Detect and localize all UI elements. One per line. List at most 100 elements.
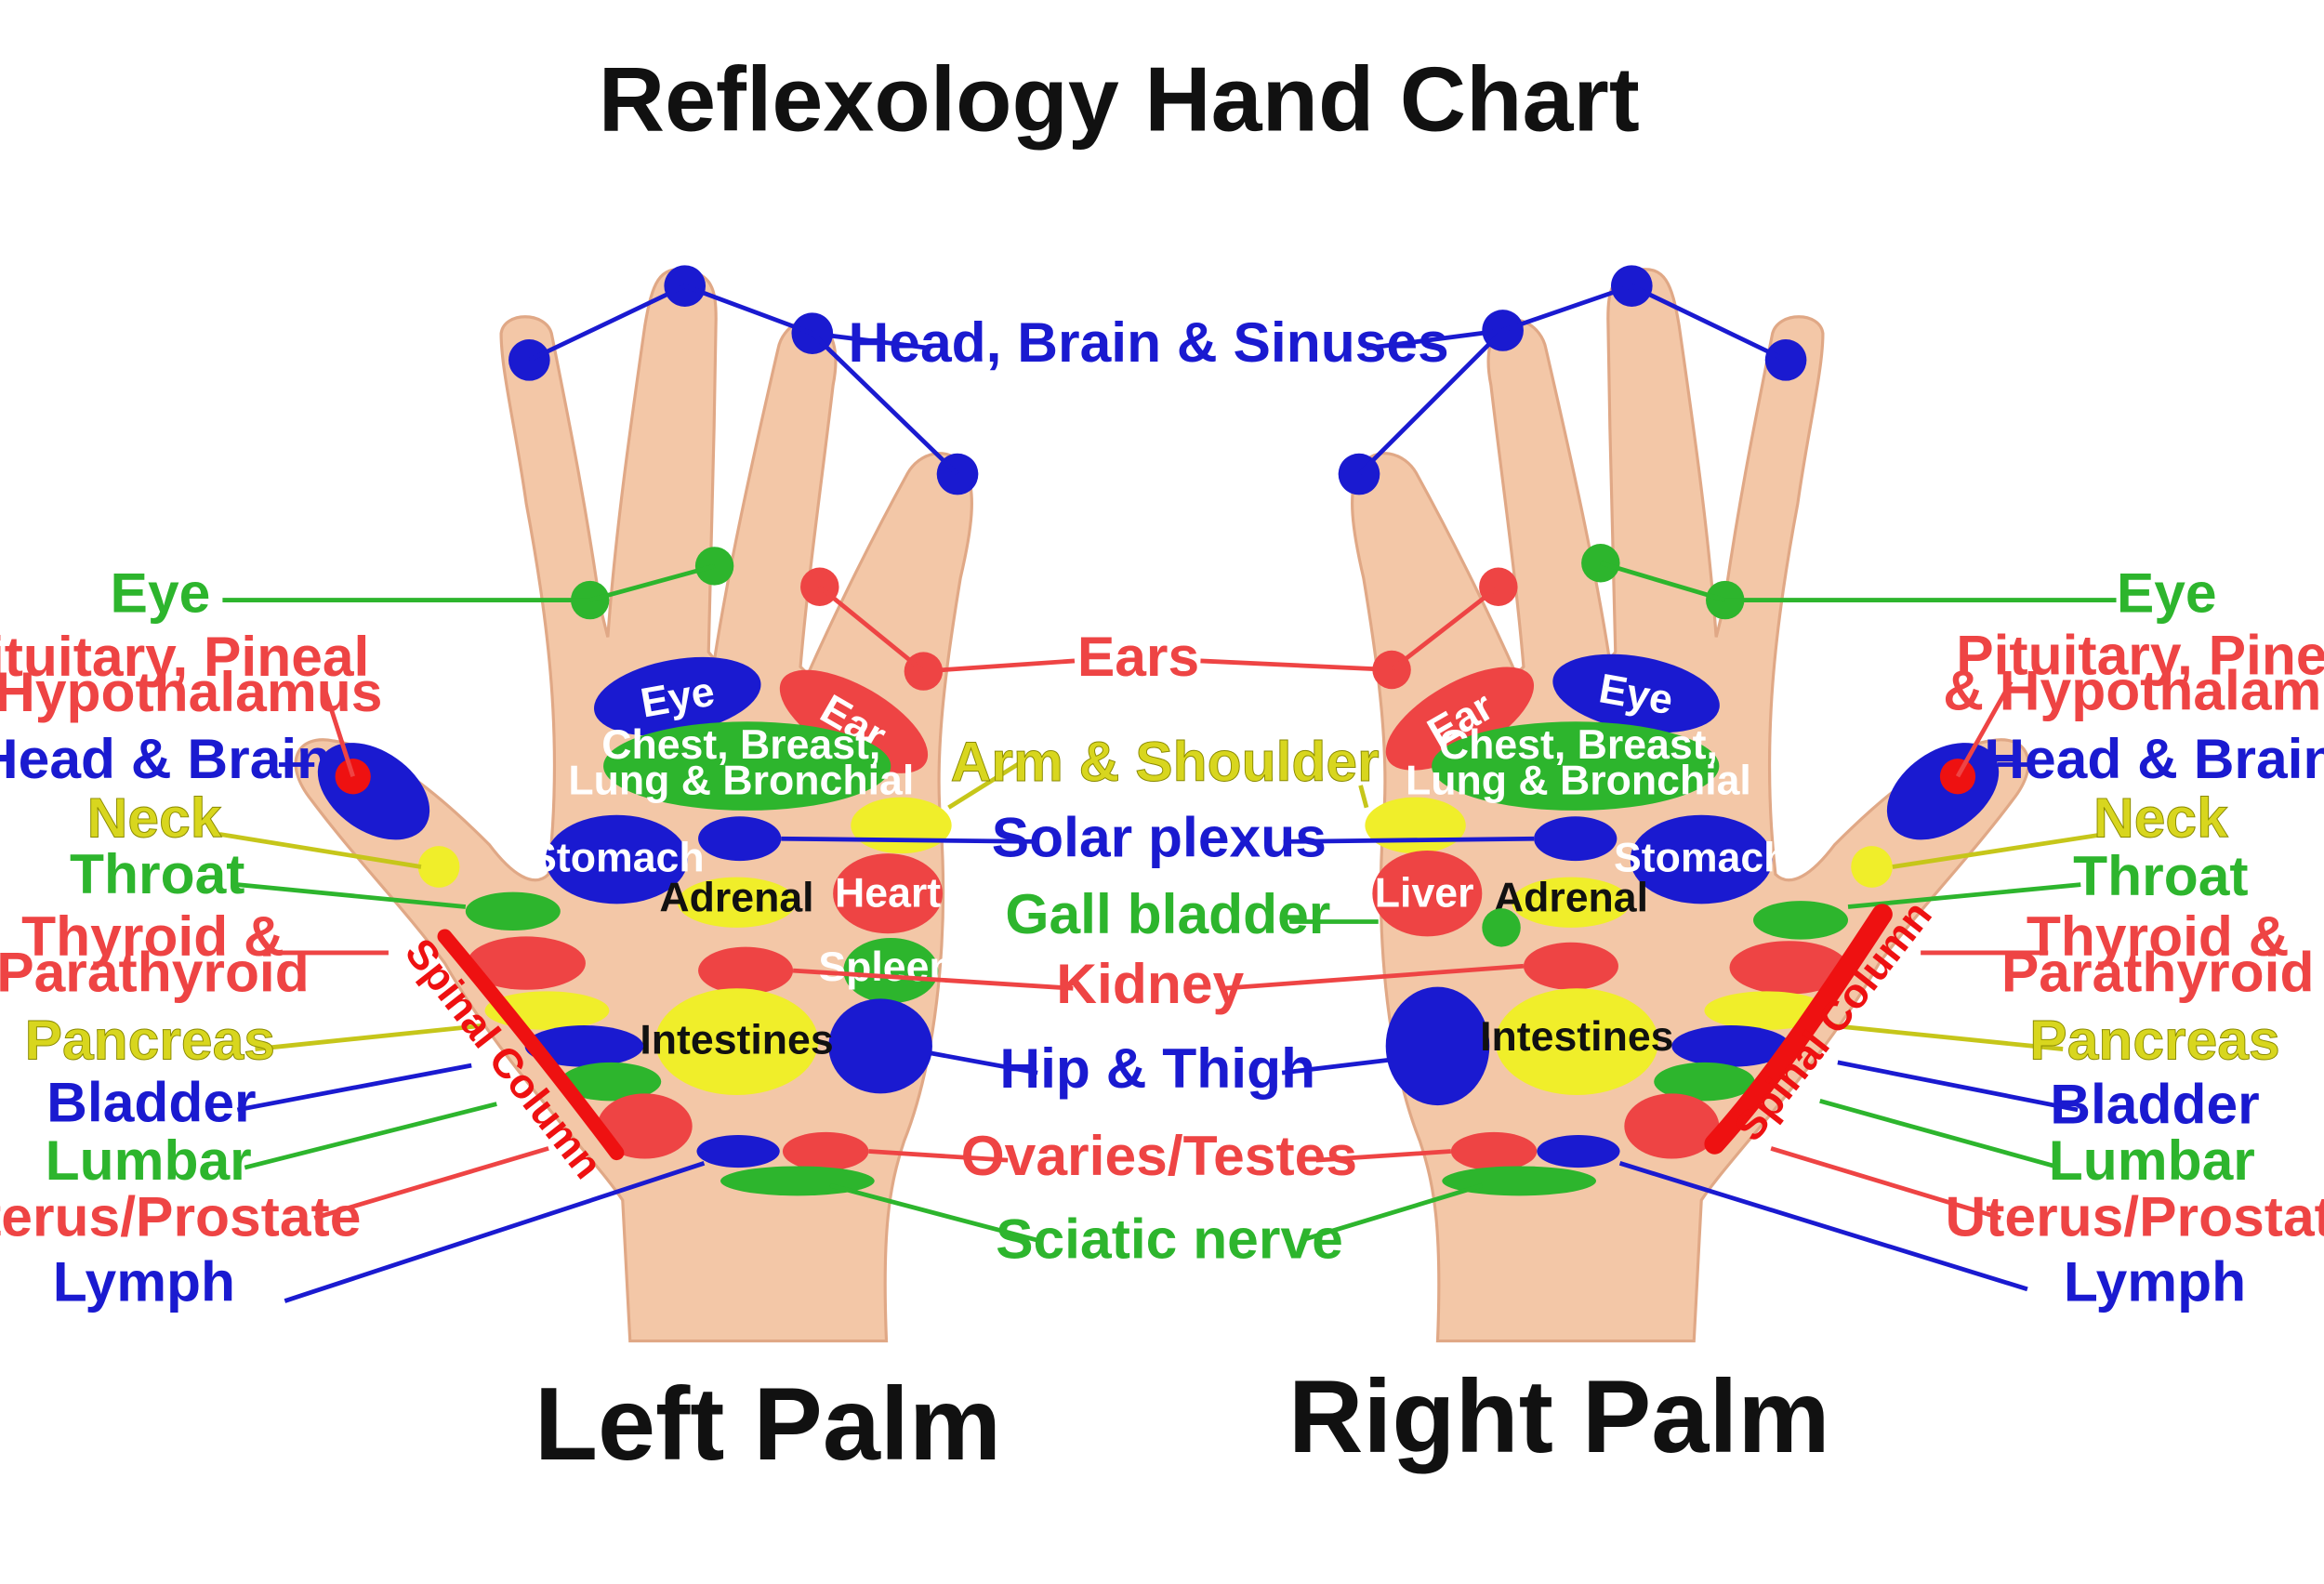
left-ear-zone <box>779 669 929 773</box>
left-pituitary-leader <box>321 683 355 777</box>
left-solar-leader <box>781 836 1038 844</box>
left-hand: Eye Ear Chest, Breast, Lung & Bronchial … <box>218 265 1076 1343</box>
left-neck-leader <box>218 832 422 869</box>
right-ear-leader <box>1200 658 1393 672</box>
right-hip-thigh-zone <box>1385 986 1490 1106</box>
left-neck-dot <box>417 846 460 888</box>
left-head-connector <box>528 284 959 476</box>
right-label-pancreas: Pancreas <box>2029 1009 2279 1072</box>
right-label-lumbar: Lumbar <box>2049 1129 2255 1192</box>
left-label-pituitary-1: Pituitary, Pineal <box>0 625 369 688</box>
left-eye-zone <box>594 656 761 736</box>
left-intestines-label: Intestines <box>640 1017 833 1063</box>
left-lumbar-zone <box>560 1062 662 1102</box>
right-ear-connector <box>1390 585 1500 672</box>
left-heart-label: Heart <box>835 871 941 917</box>
right-sciatic-leader <box>1301 1182 1484 1243</box>
right-pancreas-zone <box>1704 991 1829 1030</box>
left-label-thyroid-1: Thyroid & <box>21 904 284 968</box>
left-chest-label-2: Lung & Bronchial <box>568 758 914 803</box>
left-label-pituitary-2: & Hypothalamus <box>0 660 382 723</box>
right-pancreas-leader <box>1829 1023 2064 1051</box>
left-stomach-label: Stomach <box>529 835 704 880</box>
label-hip-thigh: Hip & Thigh <box>999 1036 1315 1100</box>
left-bladder-zone <box>524 1025 644 1067</box>
left-head-leader <box>812 331 931 350</box>
right-uterus-leader <box>1770 1146 2001 1221</box>
right-palm-caption: Right Palm <box>1288 1358 1830 1474</box>
right-solar-plexus-zone <box>1534 816 1618 862</box>
left-ear-connector <box>818 585 925 673</box>
right-label-pituitary-1: Pituitary, Pineal <box>1956 623 2324 686</box>
left-label-bladder: Bladder <box>46 1071 256 1134</box>
left-label-thyroid-2: Parathyroid <box>0 940 310 1003</box>
left-uterus-zone <box>597 1093 693 1159</box>
right-label-throat: Throat <box>2073 844 2248 907</box>
label-kidney: Kidney <box>1056 952 1244 1015</box>
right-label-head-brain: Head & Brain <box>1984 727 2324 790</box>
right-liver-label: Liver <box>1375 871 1474 917</box>
label-arm-shoulder: Arm & Shoulder <box>951 730 1380 793</box>
right-uterus-zone <box>1624 1093 1720 1159</box>
left-lymph-zone <box>696 1135 780 1168</box>
left-label-head-brain: Head & Brain <box>0 727 331 790</box>
right-eye-zone <box>1552 653 1720 733</box>
left-intestines-zone <box>654 988 819 1095</box>
left-uterus-leader <box>313 1146 549 1221</box>
right-label-pituitary-2: & Hypothalamus <box>1943 659 2324 722</box>
right-lymph-zone <box>1537 1135 1620 1168</box>
right-stomach-label: Stomach <box>1614 835 1789 880</box>
left-hand-silhouette <box>294 268 973 1343</box>
right-eye-connector <box>1600 561 1726 602</box>
right-bladder-zone <box>1671 1025 1790 1067</box>
right-label-thyroid-1: Thyroid & <box>2027 904 2290 968</box>
left-solar-plexus-zone <box>698 816 782 862</box>
chart-title: Reflexology Hand Chart <box>599 47 1640 150</box>
left-bladder-leader <box>236 1063 472 1113</box>
right-throat-zone <box>1753 901 1849 940</box>
left-label-lymph: Lymph <box>53 1250 235 1313</box>
left-ear-leader <box>923 658 1076 674</box>
label-ovaries-testes: Ovaries/Testes <box>961 1124 1357 1187</box>
center-labels: Head, Brain & Sinuses Ears Arm & Shoulde… <box>849 310 1449 1270</box>
left-ovaries-leader <box>868 1149 1009 1163</box>
left-kidney-zone <box>698 946 794 995</box>
left-thyroid-zone <box>467 936 586 990</box>
left-label-neck: Neck <box>87 786 222 850</box>
left-spinal-column <box>437 929 625 1161</box>
right-throat-leader <box>1847 882 2081 909</box>
right-chest-zone <box>1432 721 1720 811</box>
label-sciatic-nerve: Sciatic nerve <box>996 1207 1343 1270</box>
right-chest-label-1: Chest, Breast, <box>1439 722 1718 768</box>
label-ears: Ears <box>1077 625 1199 688</box>
left-lumbar-leader <box>244 1102 497 1170</box>
right-intestines-label: Intestines <box>1480 1014 1673 1060</box>
left-side-labels: Eye Pituitary, Pineal & Hypothalamus Hea… <box>0 561 382 1313</box>
right-chest-label-2: Lung & Bronchial <box>1406 758 1751 803</box>
right-ovaries-zone <box>1450 1131 1538 1171</box>
left-hip-leader <box>924 1049 1038 1076</box>
right-adrenal-zone <box>1512 877 1631 928</box>
left-adrenal-label: Adrenal <box>659 875 813 920</box>
left-ovaries-zone <box>782 1131 869 1171</box>
left-pancreas-leader <box>255 1023 485 1051</box>
left-lymph-leader <box>284 1161 706 1303</box>
left-chest-zone <box>603 721 891 811</box>
left-spleen-zone <box>843 938 939 1004</box>
left-heart-zone <box>833 853 944 934</box>
left-label-eye: Eye <box>111 561 211 624</box>
right-ear-zone <box>1385 667 1535 771</box>
right-solar-leader <box>1283 836 1535 844</box>
label-solar-plexus: Solar plexus <box>992 805 1327 868</box>
right-arm-leader <box>1358 785 1369 809</box>
right-neck-dot <box>1851 846 1893 888</box>
right-head-leader <box>1366 328 1503 350</box>
right-arm-shoulder-zone <box>1365 797 1466 854</box>
right-side-labels: Eye Pituitary, Pineal & Hypothalamus Hea… <box>1943 561 2324 1313</box>
right-bladder-leader <box>1837 1060 2079 1113</box>
left-eye-connector <box>589 563 716 602</box>
left-hip-thigh-zone <box>828 998 932 1094</box>
right-neck-leader <box>1892 832 2106 869</box>
right-label-neck: Neck <box>2093 786 2228 850</box>
